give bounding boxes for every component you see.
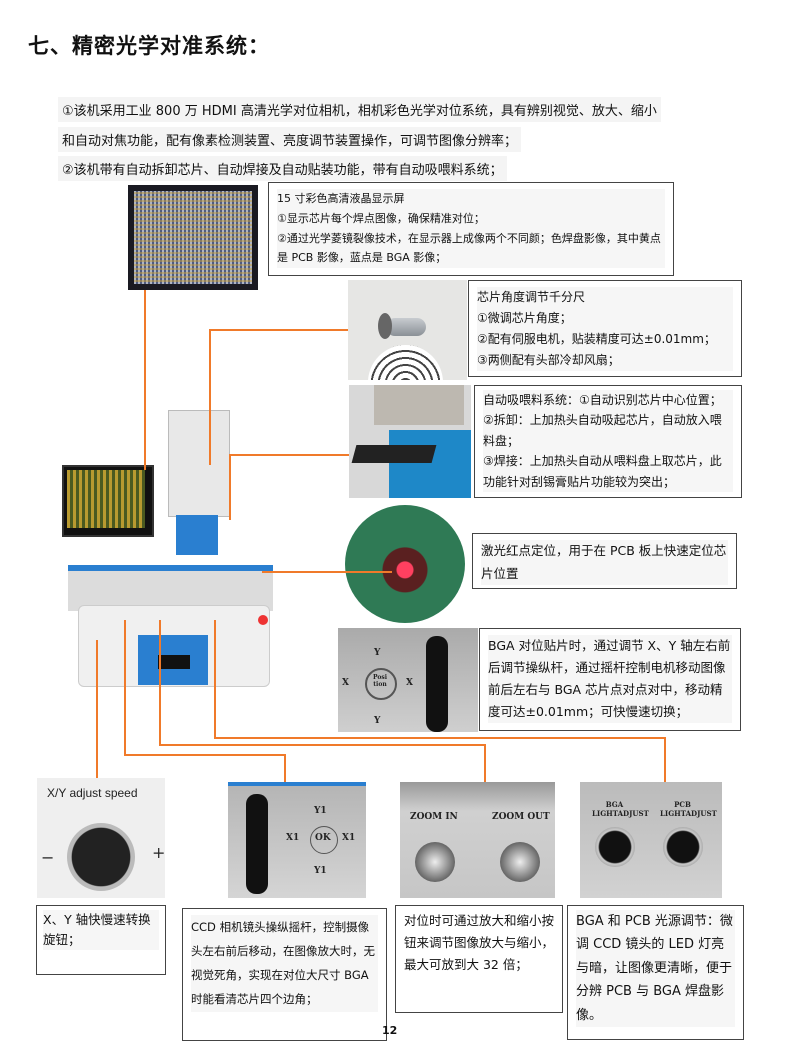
intro-line-1: ①该机采用工业 800 万 HDMI 高清光学对位相机，相机彩色光学对位系统，具… bbox=[58, 97, 661, 122]
joystick-callout-box: BGA 对位贴片时，通过调节 X、Y 轴左右前后调节操纵杆，通过摇杆控制电机移动… bbox=[479, 628, 741, 731]
feeder-photo bbox=[349, 385, 471, 498]
joystick-label-y-top: Y bbox=[374, 648, 381, 658]
ccd-label-y-top: Y1 bbox=[314, 806, 327, 816]
plus-label: + bbox=[152, 843, 165, 862]
joystick-label-x-left: X bbox=[342, 678, 349, 688]
feeder-callout-point-2: ②拆卸：上加热头自动吸起芯片，自动放入喂料盘； bbox=[483, 413, 722, 448]
micrometer-callout-point-1: ①微调芯片角度； bbox=[477, 311, 572, 325]
bga-light-knob bbox=[595, 827, 635, 867]
light-callout-box: BGA 和 PCB 光源调节：微调 CCD 镜头的 LED 灯亮与暗，让图像更清… bbox=[567, 905, 744, 1040]
feeder-callout-point-3: ③焊接：上加热头自动从喂料盘上取芯片，此功能针对刮锡膏贴片功能较为突出； bbox=[483, 454, 722, 489]
feeder-callout-box: 自动吸喂料系统：①自动识别芯片中心位置； ②拆卸：上加热头自动吸起芯片，自动放入… bbox=[474, 385, 742, 498]
zoom-buttons-photo: ZOOM IN ZOOM OUT bbox=[400, 782, 555, 898]
section-title: 七、精密光学对准系统： bbox=[28, 34, 270, 58]
intro-line-3: ②该机带有自动拆卸芯片、自动焊接及自动贴装功能，带有自动吸喂料系统； bbox=[58, 156, 507, 181]
ccd-label-x-right: X1 bbox=[342, 833, 356, 843]
ccd-label-center: OK bbox=[315, 833, 331, 843]
lcd-callout-box: 15 寸彩色高清液晶显示屏 ①显示芯片每个焊点图像，确保精准对位； ②通过光学菱… bbox=[268, 182, 674, 276]
light-adjust-photo: BGA LIGHTADJUST PCB LIGHTADJUST bbox=[580, 782, 722, 898]
speed-knob bbox=[67, 823, 135, 891]
bga-rework-machine-photo bbox=[58, 405, 283, 705]
lcd-callout-title: 15 寸彩色高清液晶显示屏 bbox=[277, 192, 405, 205]
page-number: 12 bbox=[382, 1024, 398, 1037]
ccd-label-x-left: X1 bbox=[286, 833, 300, 843]
zoom-callout-text: 对位时可通过放大和缩小按钮来调节图像放大与缩小，最大可放到大 32 倍； bbox=[404, 913, 555, 972]
joystick-label-x-right: X bbox=[406, 678, 413, 688]
pcb-light-knob bbox=[663, 827, 703, 867]
ccd-label-y-bottom: Y1 bbox=[314, 866, 327, 876]
light-callout-text: BGA 和 PCB 光源调节：微调 CCD 镜头的 LED 灯亮与暗，让图像更清… bbox=[576, 914, 733, 1023]
zoom-out-button bbox=[500, 842, 540, 882]
laser-callout-box: 激光红点定位，用于在 PCB 板上快速定位芯片位置 bbox=[472, 533, 737, 589]
lcd-callout-point-1: ①显示芯片每个焊点图像，确保精准对位； bbox=[277, 211, 485, 225]
lcd-screen-photo bbox=[128, 185, 258, 290]
laser-pcb-photo bbox=[345, 505, 465, 623]
micrometer-callout-point-2: ②配有伺服电机，贴装精度可达±0.01mm； bbox=[477, 332, 716, 346]
joystick-label-center: Posi tion bbox=[372, 674, 387, 688]
zoom-callout-box: 对位时可通过放大和缩小按钮来调节图像放大与缩小，最大可放到大 32 倍； bbox=[395, 905, 563, 1013]
ccd-callout-text: CCD 相机镜头操纵摇杆，控制摄像头左右前后移动，在图像放大时，无视觉死角，实现… bbox=[191, 920, 375, 1007]
joystick-callout-text: BGA 对位贴片时，通过调节 X、Y 轴左右前后调节操纵杆，通过摇杆控制电机移动… bbox=[488, 638, 731, 719]
zoom-in-label: ZOOM IN bbox=[410, 812, 458, 822]
zoom-in-button bbox=[415, 842, 455, 882]
speed-callout-box: X、Y 轴快慢速转换旋钮； bbox=[36, 905, 166, 975]
micrometer-photo bbox=[348, 280, 467, 380]
feeder-callout-point-1: 自动吸喂料系统：①自动识别芯片中心位置； bbox=[483, 393, 722, 407]
micrometer-callout-title: 芯片角度调节千分尺 bbox=[477, 290, 586, 304]
alignment-joystick-photo: Y Y X X Posi tion bbox=[338, 628, 478, 732]
micrometer-callout-box: 芯片角度调节千分尺 ①微调芯片角度； ②配有伺服电机，贴装精度可达±0.01mm… bbox=[468, 280, 742, 377]
minus-label: − bbox=[41, 848, 55, 867]
speed-knob-label: X/Y adjust speed bbox=[47, 786, 138, 800]
intro-line-2: 和自动对焦功能，配有像素检测装置、亮度调节装置操作，可调节图像分辨率； bbox=[58, 127, 522, 152]
micrometer-callout-point-3: ③两侧配有头部冷却风扇； bbox=[477, 353, 620, 367]
speed-callout-text: X、Y 轴快慢速转换旋钮； bbox=[43, 912, 151, 947]
lcd-callout-point-2: ②通过光学菱镜裂像技术，在显示器上成像两个不同颜；色焊盘影像，其中黄点是 PCB… bbox=[277, 231, 661, 265]
ccd-joystick-photo: OK Y1 Y1 X1 X1 bbox=[228, 782, 366, 898]
ccd-callout-box: CCD 相机镜头操纵摇杆，控制摄像头左右前后移动，在图像放大时，无视觉死角，实现… bbox=[182, 908, 387, 1041]
joystick-label-y-bottom: Y bbox=[374, 716, 381, 726]
zoom-out-label: ZOOM OUT bbox=[492, 812, 550, 822]
speed-knob-photo: X/Y adjust speed − + bbox=[37, 778, 165, 898]
pcb-light-label: PCB LIGHTADJUST bbox=[660, 800, 717, 818]
bga-light-label: BGA LIGHTADJUST bbox=[592, 800, 649, 818]
laser-callout-text: 激光红点定位，用于在 PCB 板上快速定位芯片位置 bbox=[481, 543, 727, 581]
